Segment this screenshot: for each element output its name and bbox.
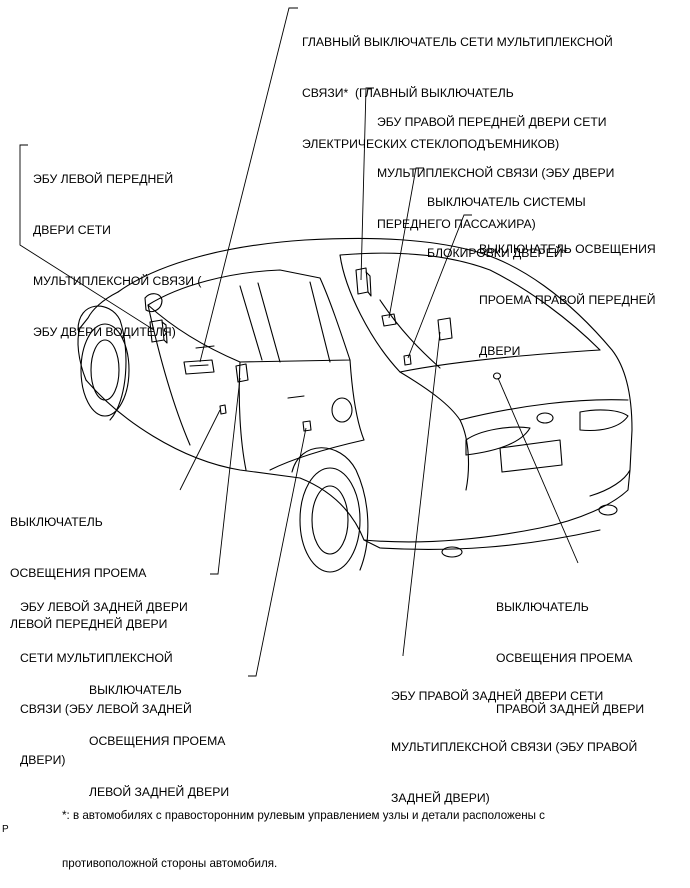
callout-front-right-courtesy: ВЫКЛЮЧАТЕЛЬ ОСВЕЩЕНИЯ ПРОЕМА ПРАВОЙ ПЕРЕ…: [479, 207, 656, 377]
leader-rear-left-ecu: [210, 377, 241, 575]
car-roof-outline: [117, 237, 633, 471]
callout-line: БЛОКИРОВКИ ДВЕРЕЙ*: [427, 246, 568, 260]
callout-line: ЛЕВОЙ ЗАДНЕЙ ДВЕРИ: [89, 785, 230, 799]
callout-line: ЭБУ ДВЕРИ ВОДИТЕЛЯ): [33, 325, 176, 339]
car-front-hood: [77, 291, 119, 381]
callout-line: ВЫКЛЮЧАТЕЛЬ СИСТЕМЫ: [427, 195, 586, 209]
callout-line: ПЕРЕДНЕГО ПАССАЖИРА): [377, 217, 536, 231]
footnote-line: *: в автомобилях с правосторонним рулевы…: [62, 809, 545, 822]
callout-line: ВЫКЛЮЧАТЕЛЬ ОСВЕЩЕНИЯ: [479, 242, 656, 256]
callout-main-switch: ГЛАВНЫЙ ВЫКЛЮЧАТЕЛЬ СЕТИ МУЛЬТИПЛЕКСНОЙ …: [302, 0, 613, 170]
callout-front-left-courtesy: ВЫКЛЮЧАТЕЛЬ ОСВЕЩЕНИЯ ПРОЕМА ЛЕВОЙ ПЕРЕД…: [10, 480, 167, 650]
leader-rear-right-courtesy: [497, 377, 579, 564]
front-right-ecu-part: [355, 267, 372, 297]
leader-rear-left-courtesy: [248, 427, 307, 677]
callout-line: ПРОЕМА ПРАВОЙ ПЕРЕДНЕЙ: [479, 293, 656, 307]
callout-line: ВЫКЛЮЧАТЕЛЬ: [496, 600, 589, 614]
leader-front-left-ecu: [19, 144, 155, 331]
car-b-pillar: [239, 282, 281, 363]
rear-right-ecu-part: [437, 317, 453, 341]
rear-left-ecu-part: [235, 363, 249, 383]
callout-front-left-ecu: ЭБУ ЛЕВОЙ ПЕРЕДНЕЙ ДВЕРИ СЕТИ МУЛЬТИПЛЕК…: [33, 137, 201, 358]
car-rear-bumper: [363, 469, 631, 543]
car-taillight-left: [465, 426, 531, 456]
callout-line: ЗАДНЕЙ ДВЕРИ): [391, 791, 490, 805]
callout-line: ДВЕРИ): [20, 753, 66, 767]
callout-rear-left-ecu: ЭБУ ЛЕВОЙ ЗАДНЕЙ ДВЕРИ СЕТИ МУЛЬТИПЛЕКСН…: [20, 565, 192, 786]
front-right-courtesy-part: [403, 354, 412, 366]
leader-door-lock-switch: [388, 167, 424, 319]
car-interior-seatback: [379, 299, 441, 369]
callout-line: ЭБУ ЛЕВОЙ ПЕРЕДНЕЙ: [33, 172, 174, 186]
callout-rear-left-courtesy: ВЫКЛЮЧАТЕЛЬ ОСВЕЩЕНИЯ ПРОЕМА ЛЕВОЙ ЗАДНЕ…: [89, 648, 229, 818]
car-trunk-line: [459, 399, 629, 421]
car-rear-wheel-arch: [291, 447, 369, 571]
car-side-windows: [147, 269, 351, 363]
leader-front-right-courtesy: [407, 214, 472, 359]
callout-line: ОСВЕЩЕНИЯ ПРОЕМА: [496, 651, 633, 665]
car-exhaust-left: [441, 546, 463, 558]
callout-line: ОСВЕЩЕНИЯ ПРОЕМА: [10, 566, 147, 580]
callout-front-right-ecu: ЭБУ ПРАВОЙ ПЕРЕДНЕЙ ДВЕРИ СЕТИ МУЛЬТИПЛЕ…: [377, 80, 614, 250]
callout-line: ВЫКЛЮЧАТЕЛЬ: [89, 683, 182, 697]
callout-line: МУЛЬТИПЛЕКСНОЙ СВЯЗИ (: [33, 274, 202, 288]
footnote-line: противоположной стороны автомобиля.: [62, 857, 278, 870]
car-exhaust-right: [598, 504, 618, 516]
car-front-door-handle: [195, 345, 215, 349]
callout-line: СЕТИ МУЛЬТИПЛЕКСНОЙ: [20, 651, 173, 665]
callout-line: МУЛЬТИПЛЕКСНОЙ СВЯЗИ (ЭБУ ДВЕРИ: [377, 166, 615, 180]
main-switch-part: [183, 359, 215, 375]
car-c-pillar: [309, 281, 331, 363]
callout-line: ЭЛЕКТРИЧЕСКИХ СТЕКЛОПОДЪЕМНИКОВ): [302, 137, 560, 151]
leader-front-right-ecu: [360, 87, 374, 281]
car-side-sill: [85, 379, 601, 550]
callout-line: ЭБУ ПРАВОЙ ПЕРЕДНЕЙ ДВЕРИ СЕТИ: [377, 115, 607, 129]
callout-rear-right-courtesy: ВЫКЛЮЧАТЕЛЬ ОСВЕЩЕНИЯ ПРОЕМА ПРАВОЙ ЗАДН…: [496, 565, 644, 735]
car-rear-emblem: [536, 412, 554, 424]
callout-line: ЭБУ ЛЕВОЙ ЗАДНЕЙ ДВЕРИ: [20, 600, 188, 614]
front-left-ecu-part: [149, 319, 168, 344]
car-front-door-line: [147, 304, 247, 471]
callout-door-lock-switch: ВЫКЛЮЧАТЕЛЬ СИСТЕМЫ БЛОКИРОВКИ ДВЕРЕЙ*: [427, 160, 586, 279]
front-left-courtesy-part: [219, 404, 227, 415]
car-side-mirror: [144, 293, 163, 313]
car-rear-door-handle: [287, 395, 305, 399]
footnote: *: в автомобилях с правосторонним рулевы…: [62, 776, 545, 888]
car-front-wheel-arch: [77, 305, 127, 421]
callout-line: ГЛАВНЫЙ ВЫКЛЮЧАТЕЛЬ СЕТИ МУЛЬТИПЛЕКСНОЙ: [302, 35, 613, 49]
callout-line: ДВЕРИ СЕТИ: [33, 223, 111, 237]
car-front-wheel: [80, 323, 130, 417]
car-rear-wheel-rim: [311, 485, 349, 555]
car-rear-wheel: [299, 467, 361, 573]
rear-right-courtesy-part: [492, 372, 502, 380]
callout-line: ЛЕВОЙ ПЕРЕДНЕЙ ДВЕРИ: [10, 617, 168, 631]
leader-rear-right-ecu: [402, 331, 441, 656]
callout-line: СВЯЗИ* (ГЛАВНЫЙ ВЫКЛЮЧАТЕЛЬ: [302, 86, 514, 100]
car-license-plate: [499, 439, 563, 473]
callout-line: ПРАВОЙ ЗАДНЕЙ ДВЕРИ: [496, 702, 645, 716]
car-fuel-door: [331, 397, 353, 423]
car-taillight-right: [579, 409, 629, 432]
rear-left-courtesy-part: [302, 420, 312, 432]
vehicle-diagram: [19, 7, 633, 677]
callout-line: СВЯЗИ (ЭБУ ЛЕВОЙ ЗАДНЕЙ: [20, 702, 192, 716]
callout-line: ЭБУ ПРАВОЙ ЗАДНЕЙ ДВЕРИ СЕТИ: [391, 689, 604, 703]
callout-line: МУЛЬТИПЛЕКСНОЙ СВЯЗИ (ЭБУ ПРАВОЙ: [391, 740, 638, 754]
leader-main-switch: [199, 7, 298, 363]
car-rear-door-line: [269, 359, 365, 471]
figure-code: P: [2, 824, 9, 835]
callout-line: ОСВЕЩЕНИЯ ПРОЕМА: [89, 734, 226, 748]
car-rear-window: [339, 252, 601, 373]
leader-front-left-courtesy: [179, 409, 221, 491]
callout-rear-right-ecu: ЭБУ ПРАВОЙ ЗАДНЕЙ ДВЕРИ СЕТИ МУЛЬТИПЛЕКС…: [391, 654, 637, 824]
callout-line: ДВЕРИ: [479, 344, 521, 358]
car-front-wheel-rim: [90, 339, 120, 401]
callout-line: ВЫКЛЮЧАТЕЛЬ: [10, 515, 103, 529]
